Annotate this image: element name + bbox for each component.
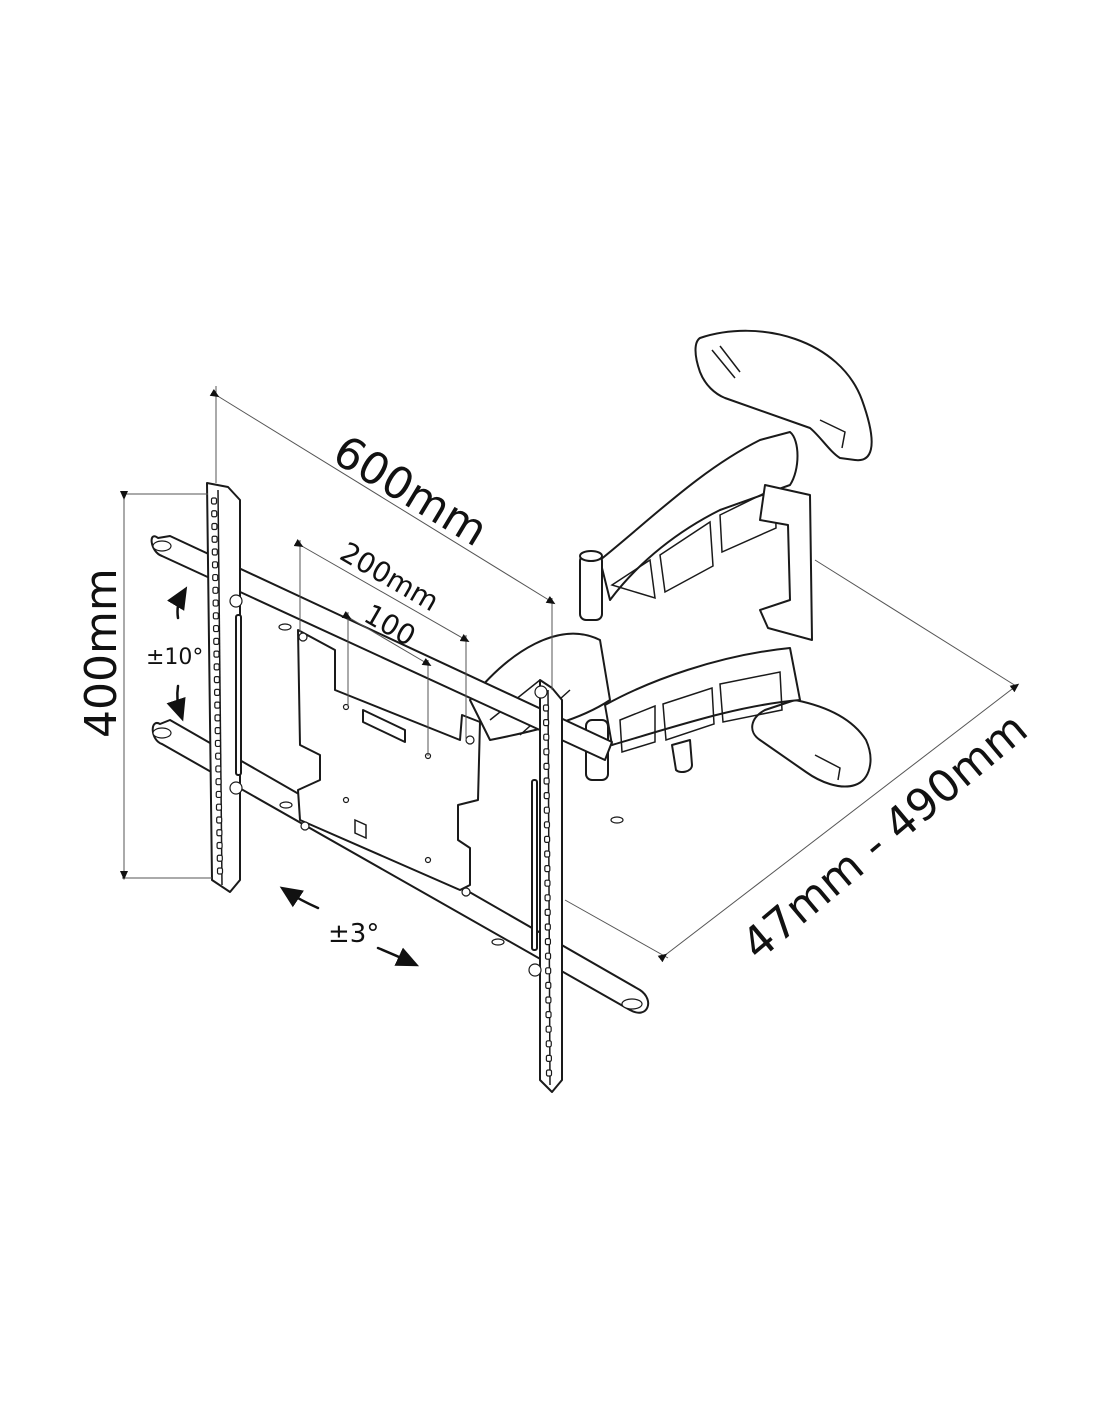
- bar-slot: [215, 765, 222, 773]
- bar-slot: [212, 624, 220, 633]
- bar-slot: [211, 561, 219, 569]
- bar-slot: [542, 704, 550, 712]
- label-tilt: ±10°: [146, 645, 203, 670]
- dimension-lines: [120, 386, 1020, 963]
- bar-slot: [543, 748, 550, 756]
- bar-slot: [544, 952, 552, 960]
- bar-slot: [213, 676, 220, 684]
- bar-slot: [543, 733, 550, 741]
- bar-slot: [544, 923, 551, 931]
- vertical-bar-left: [206, 482, 243, 893]
- bar-slot: [214, 714, 221, 722]
- bar-slot: [543, 791, 550, 800]
- bar-slot: [211, 535, 218, 543]
- bar-slot: [215, 752, 222, 760]
- bar-slot: [545, 1025, 552, 1033]
- bar-slot: [212, 586, 219, 594]
- bar-slot: [211, 522, 218, 531]
- bar-slot: [543, 806, 550, 814]
- bar-slot: [544, 937, 552, 946]
- bar-slot: [545, 1069, 553, 1077]
- rotation-arrows: [279, 886, 420, 967]
- bar-slot: [212, 612, 219, 620]
- bar-slot: [214, 727, 221, 735]
- bar-slot: [544, 850, 551, 858]
- label-rotation: ±3°: [328, 919, 379, 949]
- bar-slot: [212, 573, 219, 582]
- bar-slot: [543, 821, 551, 829]
- label-400mm: 400mm: [76, 568, 127, 738]
- bar-slot: [214, 739, 222, 748]
- bar-slot: [216, 841, 223, 850]
- bar-slot: [544, 894, 551, 902]
- wall-plate: [694, 329, 873, 788]
- bar-slot: [212, 599, 219, 607]
- bar-slot: [213, 637, 220, 645]
- bar-slot: [545, 967, 552, 975]
- tilt-arrows: [166, 586, 188, 722]
- bar-slot: [210, 497, 218, 505]
- bar-slot: [544, 864, 551, 873]
- bar-slot: [543, 777, 550, 785]
- bar-slot: [216, 816, 223, 824]
- bar-slot: [545, 1040, 552, 1048]
- bar-slot: [214, 688, 221, 696]
- vesa-plate: [297, 629, 481, 897]
- bar-slot: [215, 803, 223, 811]
- bar-slot: [545, 1010, 552, 1019]
- bar-slot: [213, 663, 220, 671]
- bar-slot: [216, 854, 223, 862]
- bar-slot: [543, 762, 550, 771]
- bar-slot: [215, 790, 222, 799]
- bar-slot: [211, 510, 218, 518]
- bar-slot: [211, 548, 218, 556]
- bar-slot: [543, 718, 550, 727]
- bar-slot: [215, 778, 222, 786]
- bar-slot: [545, 1054, 552, 1063]
- bar-slot: [213, 650, 220, 658]
- bar-slot: [216, 867, 224, 875]
- bar-slot: [216, 829, 223, 837]
- bar-slot: [544, 879, 551, 887]
- bar-slot: [543, 835, 551, 844]
- bar-slot: [544, 908, 551, 917]
- bar-slot: [545, 996, 552, 1004]
- bar-slot: [214, 701, 221, 709]
- bar-slot: [545, 981, 552, 990]
